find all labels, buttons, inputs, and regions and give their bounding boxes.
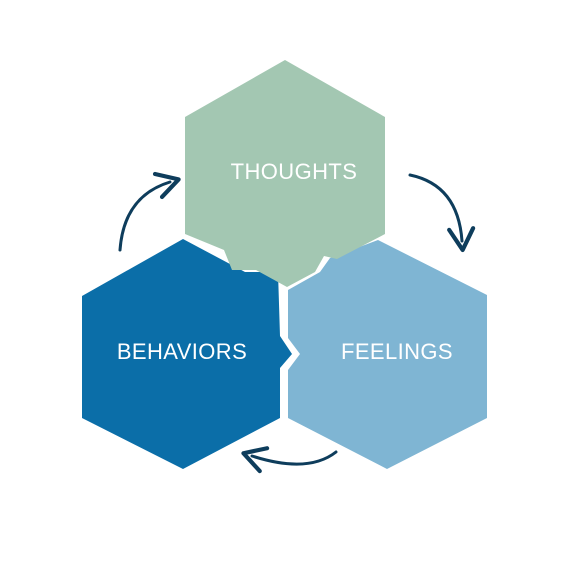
feelings-node: FEELINGS [288,240,487,469]
behaviors-label: BEHAVIORS [117,339,247,364]
arrow-feelings-to-behaviors [241,446,338,474]
feelings-label: FEELINGS [341,339,453,364]
behaviors-node: BEHAVIORS [82,239,292,469]
thoughts-hexagon [185,60,385,287]
behaviors-hexagon [82,239,292,469]
arrow-thoughts-to-feelings [408,173,476,253]
thoughts-node: THOUGHTS [185,60,385,287]
feelings-hexagon [288,240,487,469]
arrow-behaviors-to-thoughts [118,171,181,252]
thoughts-label: THOUGHTS [231,159,358,184]
